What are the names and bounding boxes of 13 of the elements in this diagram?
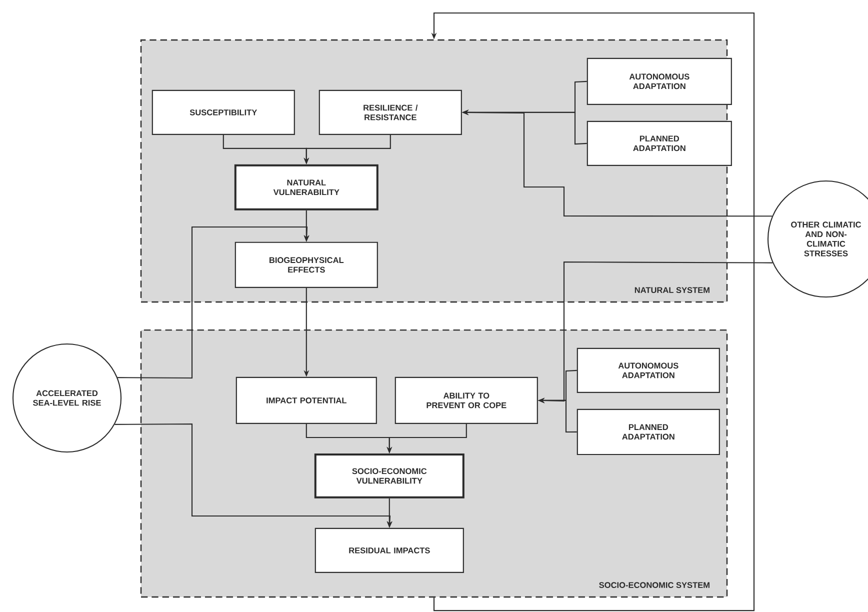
process-box: BIOGEOPHYSICAL EFFECTS [234, 242, 378, 288]
process-box: PLANNED ADAPTATION [576, 408, 720, 455]
arrow [118, 226, 310, 379]
process-box: AUTONOMOUS ADAPTATION [576, 348, 720, 393]
vulnerability-box: NATURAL VULNERABILITY [234, 164, 378, 210]
process-box: AUTONOMOUS ADAPTATION [586, 58, 732, 105]
process-box: PLANNED ADAPTATION [586, 120, 732, 166]
process-box: RESIDUAL IMPACTS [314, 528, 464, 573]
vulnerability-box: SOCIO-ECONOMIC VULNERABILITY [314, 453, 464, 498]
process-box: ABILITY TO PREVENT OR COPE [394, 376, 538, 424]
process-box: SUSCEPTIBILITY [152, 90, 295, 135]
process-box: RESILIENCE / RESISTANCE [318, 90, 462, 135]
process-box: IMPACT POTENTIAL [236, 376, 377, 424]
